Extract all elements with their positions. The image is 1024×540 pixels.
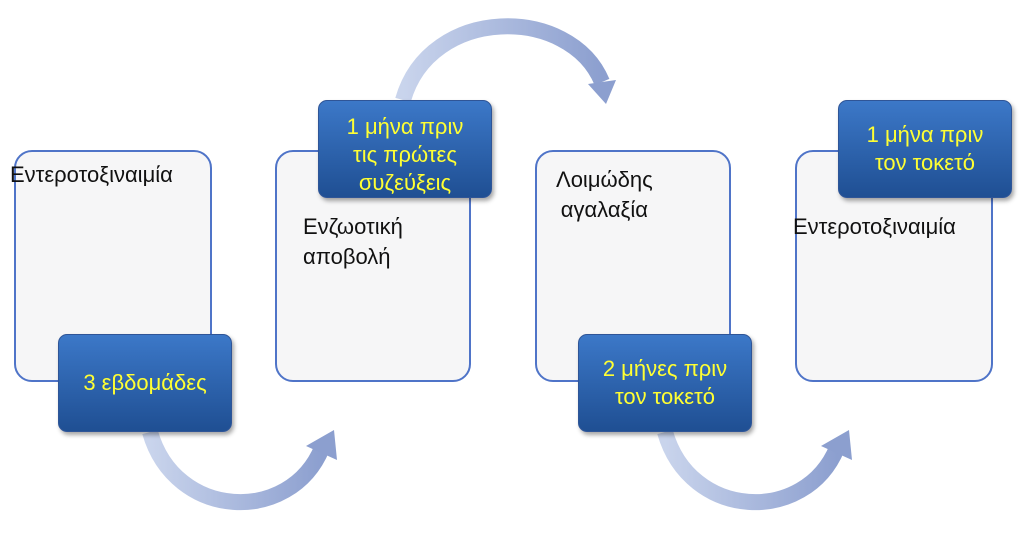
timing-tag-4: 1 μήνα πριν τον τοκετό <box>838 100 1012 198</box>
timing-tag-2: 1 μήνα πριν τις πρώτες συζεύξεις <box>318 100 492 198</box>
stage-card-1-label: Εντεροτοξιναιμία <box>10 162 173 187</box>
curved-arrow-3 <box>657 429 852 510</box>
stage-card-3-label: Λοιμώδης αγαλαξία <box>556 167 653 222</box>
curved-arrow-2 <box>395 18 616 104</box>
timing-tag-3: 2 μήνες πριν τον τοκετό <box>578 334 752 432</box>
curved-arrow-1 <box>142 429 337 510</box>
timing-tag-2-label: 1 μήνα πριν τις πρώτες συζεύξεις <box>346 114 464 195</box>
stage-card-4-label: Εντεροτοξιναιμία <box>793 214 956 239</box>
timing-tag-1-label: 3 εβδομάδες <box>83 370 207 395</box>
stage-card-2-label: Ενζωοτική αποβολή <box>303 214 403 269</box>
timing-tag-3-label: 2 μήνες πριν τον τοκετό <box>602 356 728 409</box>
timing-tag-4-label: 1 μήνα πριν τον τοκετό <box>866 122 984 175</box>
timing-tag-1: 3 εβδομάδες <box>58 334 232 432</box>
